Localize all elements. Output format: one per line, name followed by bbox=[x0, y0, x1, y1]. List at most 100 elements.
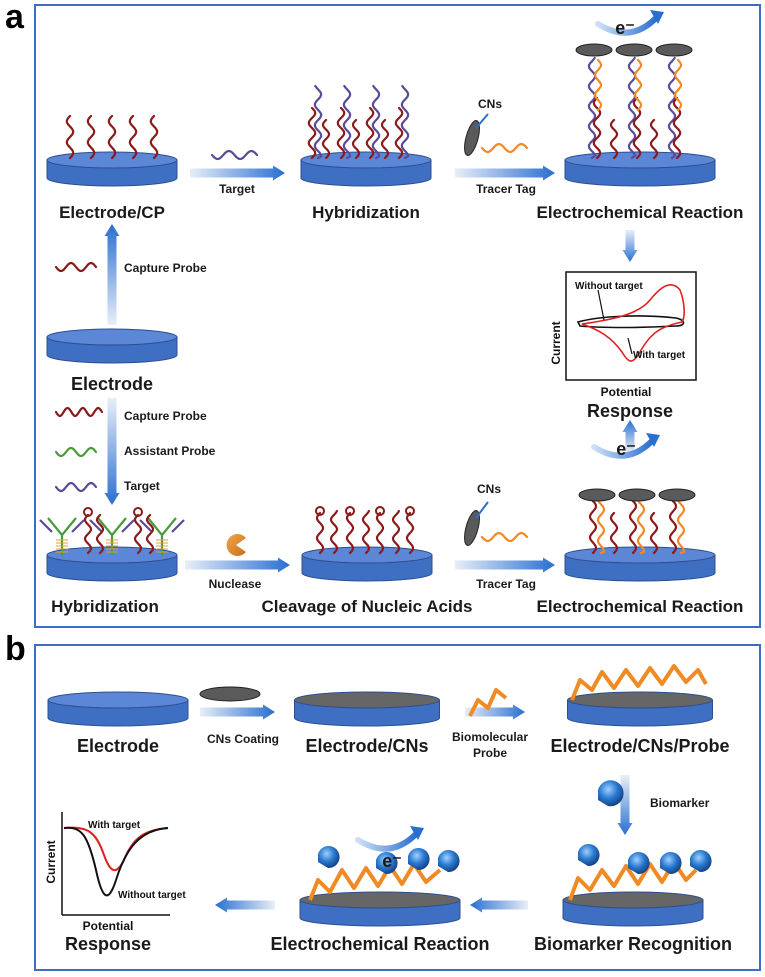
bound-biomarker-er bbox=[376, 852, 398, 875]
label-electrochemical-reaction-bottom: Electrochemical Reaction bbox=[537, 597, 744, 616]
target-strand-bound bbox=[371, 84, 381, 160]
target-strand bbox=[210, 149, 259, 161]
dpv-plot bbox=[61, 812, 170, 916]
arrow-shape bbox=[190, 165, 285, 181]
electron-arc-bottom bbox=[591, 438, 655, 459]
dpv-label-without-target: Without target bbox=[118, 890, 186, 901]
panel-b-frame bbox=[34, 644, 761, 971]
strands-layer bbox=[39, 56, 686, 555]
target-strand-bound bbox=[342, 84, 352, 160]
arrow-electrode-down bbox=[104, 398, 120, 505]
arrow-shape bbox=[200, 704, 275, 720]
arrow-shape bbox=[455, 165, 555, 181]
bound-biomarker bbox=[578, 844, 600, 867]
arrow-shape bbox=[465, 704, 525, 720]
biomarker-icon bbox=[598, 780, 624, 807]
panel-b-letter: b bbox=[5, 630, 26, 668]
bound-biomarker bbox=[690, 850, 712, 873]
arrow-capture-probe-up bbox=[104, 224, 120, 325]
label-electron-top: e⁻ bbox=[615, 18, 635, 38]
capture-strand-er bbox=[632, 96, 642, 160]
cleaved-strand bbox=[375, 511, 385, 555]
hairpin-loop bbox=[83, 507, 93, 517]
tag-strand-er bbox=[593, 58, 603, 112]
electrode-b bbox=[47, 691, 189, 727]
electrode-top bbox=[299, 891, 461, 909]
label-biomolecular: Biomolecular bbox=[452, 730, 528, 744]
bound-biomarker-er bbox=[438, 850, 460, 873]
cns-disc-er-bottom bbox=[658, 488, 696, 502]
label-cns-top: CNs bbox=[478, 97, 502, 111]
label-biomarker: Biomarker bbox=[650, 796, 710, 810]
label-assistant-probe: Assistant Probe bbox=[124, 444, 216, 458]
arrow-er-to-plot bbox=[622, 230, 638, 262]
capture-strand-short-er bbox=[609, 118, 619, 160]
probe-layer bbox=[570, 664, 708, 701]
arrow-shape bbox=[185, 557, 290, 573]
label-capture-probe-up: Capture Probe bbox=[124, 261, 207, 275]
electrode-er-bottom bbox=[564, 546, 716, 582]
electrode-top bbox=[564, 546, 716, 564]
label-electrode-cns-probe: Electrode/CNs/Probe bbox=[550, 736, 729, 756]
electron-arc-top-head bbox=[650, 10, 664, 24]
target-arm bbox=[89, 519, 135, 533]
tag-strand bbox=[480, 142, 529, 154]
cleaved-strand-b bbox=[361, 509, 371, 555]
capture-probe-strand bbox=[65, 114, 75, 160]
tag-strand-bottom bbox=[480, 531, 529, 543]
label-electrochemical-reaction-b: Electrochemical Reaction bbox=[270, 934, 489, 954]
cleaved-strand-b bbox=[329, 509, 339, 555]
electrode-cns bbox=[294, 691, 440, 727]
capture-probe-legend bbox=[54, 261, 98, 273]
cv-curve-with-target bbox=[581, 284, 685, 362]
label-cns-bottom: CNs bbox=[477, 482, 501, 496]
label-target-down: Target bbox=[124, 479, 160, 493]
arrow-er-to-response-b bbox=[215, 897, 275, 913]
electrode-top bbox=[47, 691, 189, 709]
arrow-shape bbox=[622, 420, 638, 452]
electrode-base bbox=[46, 328, 178, 364]
arrow-biomarker bbox=[617, 775, 633, 835]
dpv-ylabel: Current bbox=[44, 840, 58, 883]
target-arm bbox=[39, 519, 85, 533]
nuclease-icon bbox=[226, 534, 246, 556]
capture-strand bbox=[394, 106, 404, 160]
cns-sheet-icon bbox=[199, 686, 261, 702]
capture-strand-short bbox=[321, 118, 331, 160]
capture-strand-er bbox=[592, 96, 602, 160]
capture-strand bbox=[307, 106, 317, 160]
label-electron-b: e⁻ bbox=[382, 851, 402, 871]
label-electrode-a: Electrode bbox=[71, 374, 153, 394]
cv-xlabel: Potential bbox=[601, 385, 652, 399]
electron-arc-b bbox=[355, 831, 419, 852]
capture-strand-er-b bbox=[628, 499, 638, 555]
label-nuclease: Nuclease bbox=[209, 577, 262, 591]
label-probe: Probe bbox=[473, 746, 507, 760]
label-cleavage: Cleavage of Nucleic Acids bbox=[261, 597, 472, 616]
arrow-probe bbox=[465, 704, 525, 720]
label-response-a: Response bbox=[587, 401, 673, 421]
cleaved-loop bbox=[405, 506, 415, 516]
cns-disc-er bbox=[615, 43, 653, 57]
tag-strand-er-b bbox=[676, 499, 686, 555]
electrode-hybridization bbox=[300, 151, 432, 187]
assistant-probe-legend bbox=[54, 446, 98, 458]
label-biomarker-recognition: Biomarker Recognition bbox=[534, 934, 732, 954]
dpv-label-with-target: With target bbox=[88, 820, 141, 831]
cleaved-strand-b bbox=[391, 509, 401, 555]
cns-disc-er bbox=[575, 43, 613, 57]
cns-disc-legend-bottom bbox=[464, 510, 480, 546]
label-cns-coating: CNs Coating bbox=[207, 732, 279, 746]
arrow-target bbox=[190, 165, 285, 181]
electrode-top bbox=[562, 891, 704, 909]
tag-strand-er-b bbox=[636, 499, 646, 555]
label-electrode-cp: Electrode/CP bbox=[59, 203, 165, 222]
electron-arc-b-head bbox=[410, 826, 424, 840]
panel-a-frame bbox=[34, 4, 761, 628]
bound-biomarker bbox=[628, 852, 650, 875]
capture-strand-er bbox=[672, 96, 682, 160]
target-legend-2 bbox=[54, 481, 98, 493]
cv-plot bbox=[565, 271, 697, 381]
label-tracer-tag-top: Tracer Tag bbox=[476, 182, 536, 196]
target-strand-bound bbox=[313, 84, 323, 160]
